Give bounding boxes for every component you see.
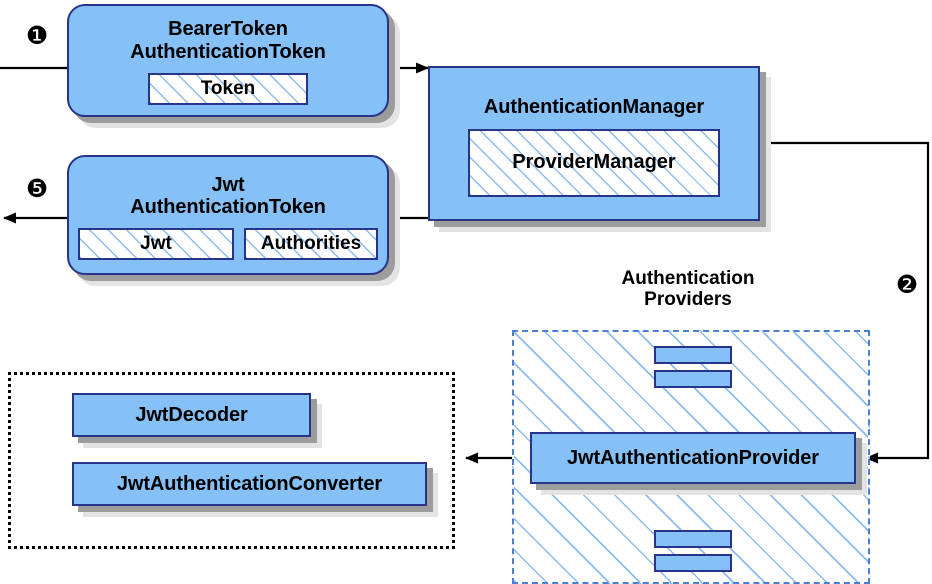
node-jwt-authentication-converter[interactable]: JwtAuthenticationConverter	[72, 462, 438, 517]
node-face: BearerToken AuthenticationToken Token	[67, 4, 389, 117]
slot-provider-manager-label: ProviderManager	[512, 151, 676, 174]
jwt-token-title-line2: AuthenticationToken	[130, 196, 326, 218]
node-face: JwtAuthenticationConverter	[72, 462, 427, 506]
provider-bar-top-2	[654, 370, 732, 388]
authentication-manager-title: AuthenticationManager	[483, 96, 705, 119]
node-jwt-authentication-token[interactable]: Jwt AuthenticationToken Jwt Authorities	[67, 155, 400, 286]
providers-label-line2: Providers	[644, 289, 732, 311]
bearer-token-title-line1: BearerToken	[168, 18, 288, 41]
slot-authorities: Authorities	[244, 228, 378, 261]
slot-jwt: Jwt	[78, 228, 234, 261]
jwt-decoder-title: JwtDecoder	[135, 403, 248, 426]
slot-token: Token	[148, 72, 308, 105]
providers-region-label: Authentication Providers	[600, 268, 776, 311]
node-authentication-manager[interactable]: AuthenticationManager ProviderManager	[428, 66, 771, 232]
node-face: JwtAuthenticationProvider	[530, 432, 856, 484]
node-jwt-authentication-provider[interactable]: JwtAuthenticationProvider	[530, 432, 867, 495]
jwt-authentication-provider-title: JwtAuthenticationProvider	[567, 446, 819, 469]
node-face: AuthenticationManager ProviderManager	[428, 66, 760, 221]
jwt-token-title-line1: Jwt	[211, 173, 245, 196]
providers-label-line1: Authentication	[621, 268, 755, 289]
provider-bar-bottom-2	[654, 554, 732, 572]
provider-bar-bottom-1	[654, 530, 732, 548]
step-marker-2: ❷	[895, 270, 919, 299]
step-marker-5: ❺	[25, 174, 49, 203]
node-face: Jwt AuthenticationToken Jwt Authorities	[67, 155, 389, 275]
node-face: JwtDecoder	[72, 393, 311, 437]
slot-authorities-label: Authorities	[260, 233, 362, 255]
node-bearer-token-authentication-token[interactable]: BearerToken AuthenticationToken Token	[67, 4, 400, 128]
bearer-token-title-line2: AuthenticationToken	[130, 40, 326, 63]
provider-bar-top-1	[654, 346, 732, 364]
jwt-authentication-converter-title: JwtAuthenticationConverter	[116, 472, 383, 495]
node-jwt-decoder[interactable]: JwtDecoder	[72, 393, 322, 448]
slot-jwt-label: Jwt	[140, 233, 172, 255]
wire-manager-to-provider	[760, 141, 930, 464]
step-marker-1: ❶	[25, 21, 49, 50]
slot-token-label: Token	[200, 77, 256, 99]
slot-provider-manager: ProviderManager	[468, 128, 720, 197]
